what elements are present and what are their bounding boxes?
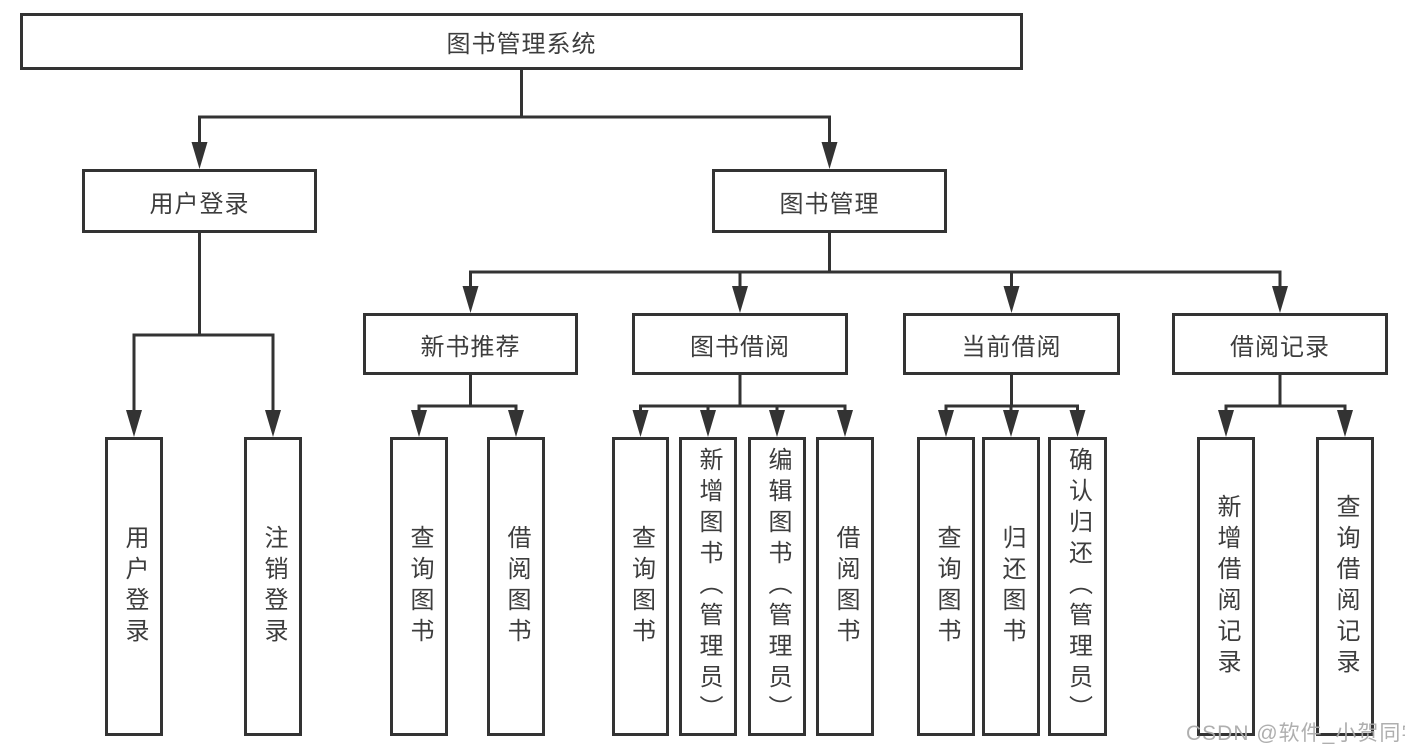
connector-book-borrowing-split [639, 375, 847, 413]
node-borrow-records: 借阅记录 [1172, 313, 1388, 375]
leaf-logout: 注销登录 [244, 437, 302, 736]
leaf-add-borrow-record: 新增借阅记录 [1197, 437, 1255, 736]
leaf-borrow-books-recommend: 借阅图书 [487, 437, 545, 736]
node-user-login: 用户登录 [82, 169, 317, 233]
connector-root-split [198, 70, 831, 147]
connector-new-book-split [417, 375, 518, 413]
leaf-edit-books-admin: 编辑图书（管理员） [748, 437, 806, 736]
connector-borrow-records-split [1224, 375, 1347, 413]
connector-arrowheads [126, 142, 1353, 437]
node-new-book-recommend: 新书推荐 [363, 313, 578, 375]
connector-current-borrowing-split [944, 375, 1079, 413]
connector-user-login-split [132, 232, 275, 412]
leaf-query-books-recommend: 查询图书 [390, 437, 448, 736]
node-root: 图书管理系统 [20, 13, 1023, 70]
leaf-query-books-borrowing: 查询图书 [612, 437, 669, 736]
leaf-query-borrow-record: 查询借阅记录 [1316, 437, 1374, 736]
node-book-management: 图书管理 [712, 169, 947, 233]
leaf-user-login: 用户登录 [105, 437, 163, 736]
leaf-confirm-return-admin: 确认归还（管理员） [1048, 437, 1107, 736]
leaf-borrow-books-borrowing: 借阅图书 [816, 437, 874, 736]
leaf-return-books: 归还图书 [982, 437, 1040, 736]
node-current-borrowing: 当前借阅 [903, 313, 1120, 375]
csdn-watermark: CSDN @软件_小贺同学 [1186, 722, 1405, 745]
node-book-borrowing: 图书借阅 [632, 313, 848, 375]
leaf-query-books-current: 查询图书 [917, 437, 975, 736]
leaf-add-books-admin: 新增图书（管理员） [679, 437, 737, 736]
connector-book-management-split [469, 233, 1282, 289]
